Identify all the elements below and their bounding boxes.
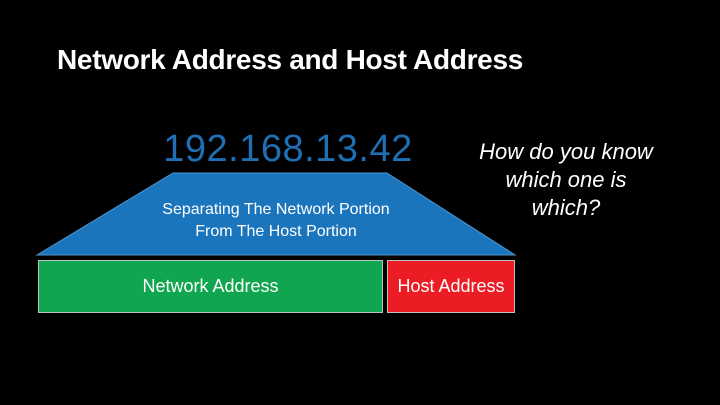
- slide-title: Network Address and Host Address: [57, 44, 523, 75]
- trapezoid-label: Separating The Network Portion From The …: [37, 199, 515, 243]
- trapezoid-label-line-2: From The Host Portion: [195, 223, 357, 240]
- question-line-2: which one is: [505, 167, 627, 192]
- question-line-1: How do you know: [479, 139, 653, 164]
- question-text: How do you know which one is which?: [466, 138, 666, 222]
- network-address-label: Network Address: [142, 276, 279, 296]
- host-address-box: Host Address: [387, 260, 515, 313]
- ip-address-text: 192.168.13.42: [163, 128, 413, 170]
- host-address-label: Host Address: [397, 276, 505, 296]
- network-address-box: Network Address: [38, 260, 383, 313]
- separator-trapezoid: [35, 172, 517, 256]
- question-line-3: which?: [531, 195, 601, 220]
- trapezoid-label-line-1: Separating The Network Portion: [162, 201, 390, 218]
